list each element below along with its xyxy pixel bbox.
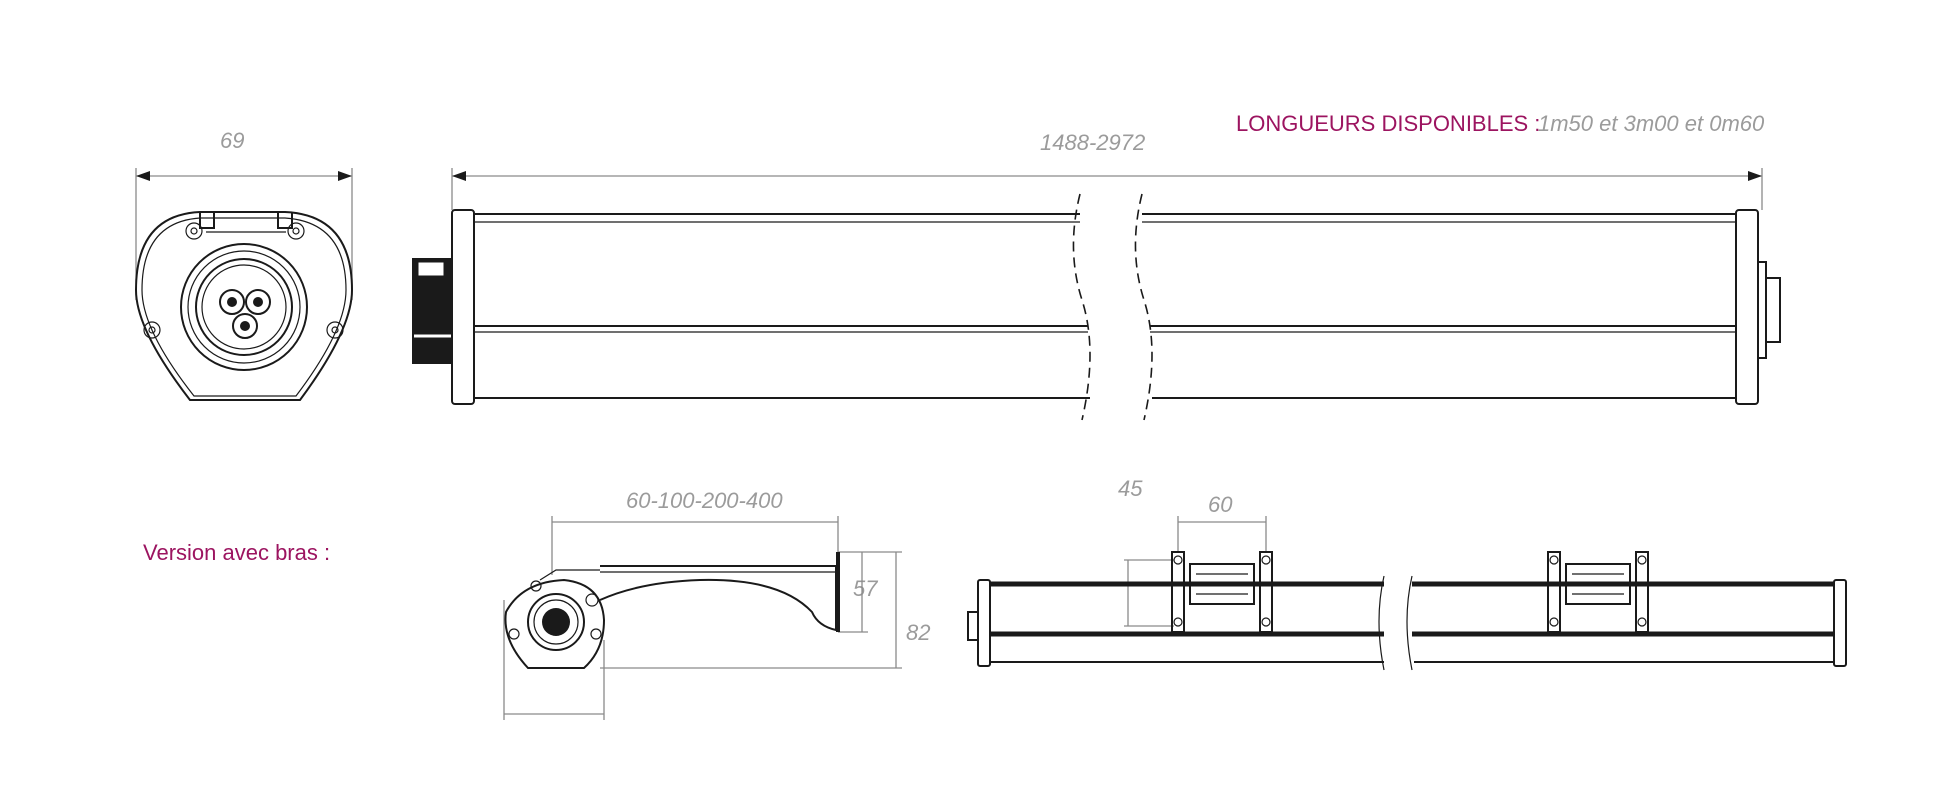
bracket-60-dimension: 60 <box>1208 492 1233 517</box>
length-range-dimension: 1488-2972 <box>1040 130 1145 155</box>
end-width-dimension: 69 <box>220 128 244 153</box>
side-view: 1488-2972 <box>412 130 1781 421</box>
bracket-45-dimension: 45 <box>1118 476 1143 501</box>
lengths-values: 1m50 et 3m00 et 0m60 <box>1538 111 1765 136</box>
arm-lengths-dimension: 60-100-200-400 <box>626 488 783 513</box>
height-82-dimension: 82 <box>906 620 930 645</box>
height-57-dimension: 57 <box>853 576 878 601</box>
lengths-label: LONGUEURS DISPONIBLES : <box>1236 111 1540 136</box>
arm-version-label: Version avec bras : <box>143 540 330 565</box>
arm-profile-view: 60-100-200-400 57 82 <box>503 488 930 720</box>
arm-long-view: 45 60 <box>967 476 1847 671</box>
end-view: 69 <box>134 128 354 401</box>
